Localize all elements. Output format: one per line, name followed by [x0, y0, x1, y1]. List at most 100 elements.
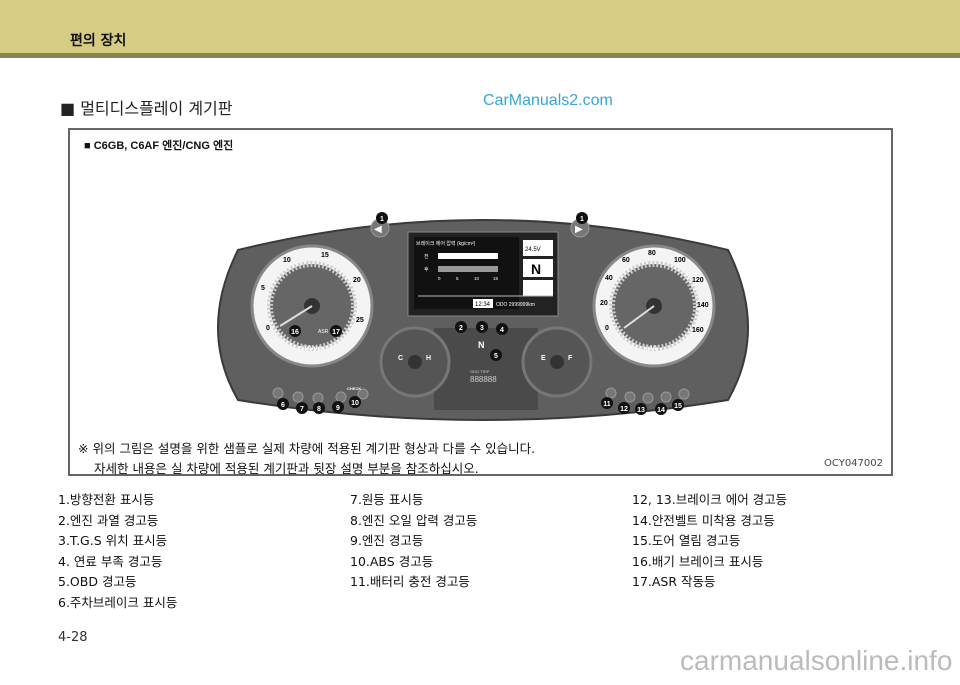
scale-5: 5 [456, 276, 459, 281]
callout-10: 10 [349, 396, 361, 408]
page-header: 편의 장치 [0, 0, 960, 53]
lcd-label: ODO TRIP [470, 369, 490, 374]
display-front-label: 전 [424, 253, 429, 260]
legend-item: 10.ABS 경고등 [350, 553, 434, 569]
legend-item: 17.ASR 작동등 [632, 574, 716, 589]
svg-text:7: 7 [300, 406, 304, 413]
speed-tick-20: 20 [600, 300, 608, 307]
callout-5: 5 [490, 349, 502, 361]
svg-text:2: 2 [459, 325, 463, 332]
legend-column-1: 1.방향전환 표시등 2.엔진 과열 경고등 3.T.G.S 위치 표시등 4.… [58, 490, 177, 613]
display-voltage: 24.5V [525, 247, 541, 253]
temp-cold: C [398, 355, 403, 362]
speed-tick-160: 160 [692, 327, 704, 334]
section-title: ■ 멀티디스플레이 계기판 [60, 99, 233, 118]
legend-column-2: 7.원등 표시등 8.엔진 오일 압력 경고등 9.엔진 경고등 10.ABS … [350, 490, 477, 593]
rear-pressure-bar [438, 266, 498, 272]
callout-1a: 1 [376, 212, 388, 224]
svg-text:12: 12 [620, 406, 628, 413]
figure-subtitle: ■ C6GB, C6AF 엔진/CNG 엔진 [84, 140, 234, 152]
tach-tick-5: 5 [261, 285, 265, 292]
svg-text:13: 13 [637, 407, 645, 414]
callout-15: 15 [672, 399, 684, 411]
svg-text:1: 1 [580, 216, 584, 223]
svg-text:3: 3 [480, 325, 484, 332]
speed-tick-100: 100 [674, 257, 686, 264]
callout-7: 7 [296, 402, 308, 414]
legend-item: 4. 연료 부족 경고등 [58, 553, 163, 569]
speed-tick-80: 80 [648, 250, 656, 257]
svg-text:14: 14 [657, 407, 665, 414]
temperature-gauge: C H [379, 326, 451, 398]
speed-tick-0: 0 [605, 325, 609, 332]
callout-6: 6 [277, 398, 289, 410]
tach-tick-15: 15 [321, 252, 329, 259]
asr-label: ASR [318, 329, 329, 335]
display-gear: N [531, 261, 541, 277]
warning-lamps-left [272, 387, 369, 404]
callout-11: 11 [601, 397, 613, 409]
callout-16: 16 [289, 325, 301, 337]
speed-tick-120: 120 [692, 277, 704, 284]
tachometer: 0 5 10 15 20 25 x100rpm ASR [250, 244, 374, 368]
temp-hot: H [426, 355, 431, 362]
svg-text:17: 17 [332, 329, 340, 336]
multi-display: 브레이크 에어 압력 (kg/cm²) 전 후 0 5 10 15 24.5V … [407, 231, 559, 317]
callout-17: 17 [330, 325, 342, 337]
svg-text:10: 10 [351, 400, 359, 407]
svg-text:8: 8 [317, 406, 321, 413]
page-number: 4-28 [58, 630, 88, 645]
check-label: CHECK [347, 386, 361, 391]
arrow-right-icon: ▶ [575, 224, 583, 235]
tgs-symbol: N [478, 340, 485, 350]
watermark-bottom: carmanualsonline.info [680, 645, 953, 676]
display-clock: 12:34 [475, 302, 491, 308]
header-rule [0, 53, 960, 58]
legend-item: 11.배터리 충전 경고등 [350, 574, 470, 589]
callout-4: 4 [496, 323, 508, 335]
legend-item: 16.배기 브레이크 표시등 [632, 553, 764, 569]
tach-tick-10: 10 [283, 257, 291, 264]
callout-8: 8 [313, 402, 325, 414]
svg-text:4: 4 [500, 327, 504, 334]
legend-item: 3.T.G.S 위치 표시등 [58, 533, 168, 548]
tach-tick-0: 0 [266, 325, 270, 332]
speed-tick-60: 60 [622, 257, 630, 264]
tach-tick-25: 25 [356, 317, 364, 324]
legend-column-3: 12, 13.브레이크 에어 경고등 14.안전벨트 미착용 경고등 15.도어… [632, 490, 787, 593]
display-title: 브레이크 에어 압력 (kg/cm²) [416, 240, 476, 247]
callout-3: 3 [476, 321, 488, 333]
warning-lamps-right [605, 387, 690, 404]
fuel-full: F [568, 355, 573, 362]
callout-2: 2 [455, 321, 467, 333]
speed-tick-40: 40 [605, 275, 613, 282]
callout-14: 14 [655, 403, 667, 415]
scale-0: 0 [438, 276, 441, 281]
tach-tick-20: 20 [353, 277, 361, 284]
arrow-left-icon: ◀ [374, 224, 382, 235]
legend-item: 9.엔진 경고등 [350, 533, 424, 548]
legend-item: 14.안전벨트 미착용 경고등 [632, 512, 775, 528]
legend-item: 15.도어 열림 경고등 [632, 533, 741, 548]
tach-unit: x100rpm [298, 346, 323, 352]
svg-text:6: 6 [281, 402, 285, 409]
legend-item: 6.주차브레이크 표시등 [58, 594, 178, 610]
display-rear-label: 후 [424, 267, 429, 273]
callout-1b: 1 [576, 212, 588, 224]
callout-9: 9 [332, 401, 344, 413]
legend-item: 2.엔진 과열 경고등 [58, 512, 159, 528]
legend-item: 5.OBD 경고등 [58, 574, 137, 589]
legend-item: 12, 13.브레이크 에어 경고등 [632, 492, 788, 507]
legend-item: 7.원등 표시등 [350, 492, 424, 507]
fuel-gauge: E F [521, 326, 593, 398]
scale-15: 15 [493, 276, 499, 281]
svg-text:16: 16 [291, 329, 299, 336]
fuel-empty: E [541, 355, 546, 362]
scale-10: 10 [474, 276, 480, 281]
figure-code: OCY047002 [824, 458, 883, 469]
svg-text:1: 1 [380, 216, 384, 223]
front-pressure-bar [438, 253, 498, 259]
svg-text:15: 15 [674, 403, 682, 410]
watermark-top: CarManuals2.com [483, 92, 613, 109]
speed-tick-140: 140 [697, 302, 709, 309]
